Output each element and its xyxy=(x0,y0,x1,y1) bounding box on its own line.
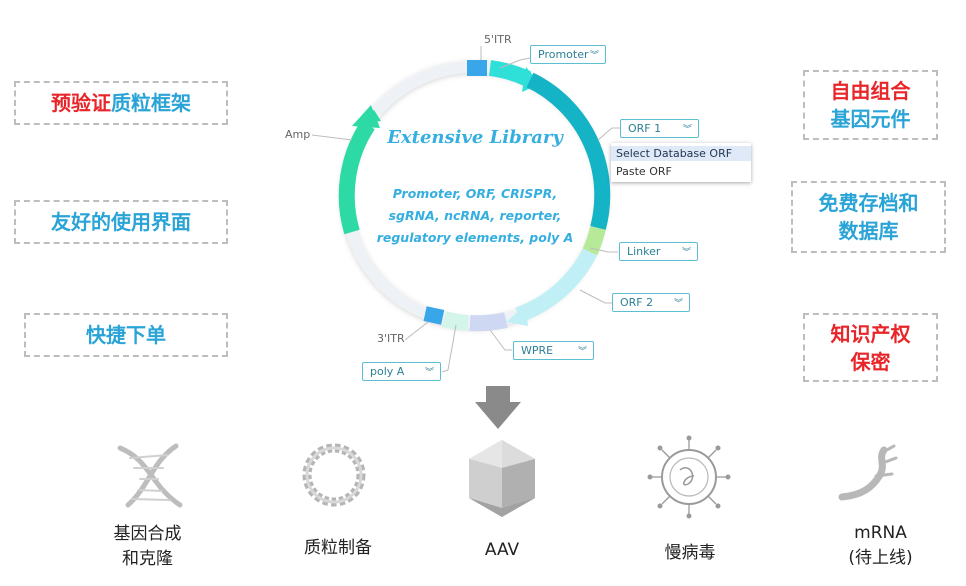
chevron-down-icon: ︾ xyxy=(673,299,683,309)
leader-lines xyxy=(311,46,620,373)
caption-line1: 慢病毒 xyxy=(664,543,716,563)
amp-label: Amp xyxy=(285,128,311,141)
chevron-down-icon: ︾ xyxy=(424,368,434,378)
orf2-arrowhead xyxy=(506,305,528,326)
aav-capsid-icon xyxy=(469,440,535,517)
product-caption-mrna: mRNA (待上线) xyxy=(823,521,938,571)
dna-helix-icon xyxy=(117,443,183,508)
orf2-segment xyxy=(515,248,598,323)
wpre-dropdown[interactable]: WPRE ︾ xyxy=(513,341,594,360)
promoter-dropdown[interactable]: Promoter ︾ xyxy=(530,45,606,64)
mrna-strand-icon xyxy=(838,444,898,501)
orf1-dropdown-label: ORF 1 xyxy=(628,122,662,135)
feature-box-free-archive: 免费存档和 数据库 xyxy=(791,181,946,253)
feature-box-free-combination: 自由组合 基因元件 xyxy=(803,70,938,140)
itr3-block xyxy=(423,306,445,325)
orf1-dropdown[interactable]: ORF 1 ︾ xyxy=(620,119,699,138)
orf2-dropdown-label: ORF 2 xyxy=(620,296,654,309)
feature-line2: 基因元件 xyxy=(830,107,911,131)
chevron-down-icon: ︾ xyxy=(589,51,599,61)
wpre-dropdown-label: WPRE xyxy=(521,344,554,357)
caption-line2: (待上线) xyxy=(848,548,913,568)
feature-text: 友好的使用界面 xyxy=(51,210,191,234)
feature-box-friendly-ui: 友好的使用界面 xyxy=(14,200,228,244)
product-caption-aav: AAV xyxy=(457,538,547,563)
feature-box-ip-confidential: 知识产权 保密 xyxy=(803,313,938,382)
library-title: Extensive Library xyxy=(387,127,563,148)
linker-dropdown-label: Linker xyxy=(627,245,661,258)
linker-segment xyxy=(582,226,606,256)
menu-item-select-database-orf[interactable]: Select Database ORF xyxy=(611,146,751,161)
caption-line2: 和克隆 xyxy=(122,549,173,569)
itr5-label: 5'ITR xyxy=(484,33,512,46)
lentivirus-icon xyxy=(647,435,731,519)
promoter-segment xyxy=(488,60,532,87)
menu-item-paste-orf[interactable]: Paste ORF xyxy=(616,165,672,178)
orf-options-menu: Select Database ORF Paste ORF xyxy=(611,143,751,182)
caption-line1: mRNA xyxy=(854,523,907,543)
caption-line1: 基因合成 xyxy=(113,524,182,544)
feature-line2: 保密 xyxy=(850,349,891,374)
feature-box-quick-order: 快捷下单 xyxy=(24,313,228,357)
feature-line1: 自由组合 xyxy=(830,79,911,103)
chevron-down-icon: ︾ xyxy=(682,125,692,135)
wpre-segment xyxy=(469,312,508,332)
feature-text: 快捷下单 xyxy=(86,323,166,347)
promoter-dropdown-label: Promoter xyxy=(538,48,589,61)
amp-arrowhead-tip xyxy=(352,105,380,128)
caption-line1: 质粒制备 xyxy=(304,538,372,558)
feature-line1: 免费存档和 xyxy=(818,191,919,215)
down-arrow-icon xyxy=(475,386,521,429)
linker-dropdown[interactable]: Linker ︾ xyxy=(619,242,698,261)
itr3-label: 3'ITR xyxy=(377,332,405,345)
library-description: Promoter, ORF, CRISPR, sgRNA, ncRNA, rep… xyxy=(376,186,574,245)
feature-text: 质粒框架 xyxy=(111,91,191,115)
polya-dropdown[interactable]: poly A ︾ xyxy=(362,362,441,381)
caption-line1: AAV xyxy=(484,540,520,560)
product-caption-lentivirus: 慢病毒 xyxy=(637,541,743,566)
chevron-down-icon: ︾ xyxy=(577,347,587,357)
orf1-segment xyxy=(526,72,611,231)
chevron-down-icon: ︾ xyxy=(681,248,691,258)
amp-segment xyxy=(338,120,375,235)
feature-line2: 数据库 xyxy=(838,219,899,243)
feature-box-validated-backbone: 预验证质粒框架 xyxy=(14,81,228,125)
feature-highlight: 预验证 xyxy=(51,91,111,115)
polya-dropdown-label: poly A xyxy=(370,365,405,378)
feature-line1: 知识产权 xyxy=(830,321,911,346)
orf2-dropdown[interactable]: ORF 2 ︾ xyxy=(612,293,690,312)
product-caption-plasmid-prep: 质粒制备 xyxy=(283,536,393,561)
product-caption-gene-synthesis: 基因合成 和克隆 xyxy=(90,522,205,572)
polya-segment xyxy=(441,311,469,331)
itr5-block xyxy=(467,60,487,76)
plasmid-ring-icon xyxy=(302,443,366,507)
